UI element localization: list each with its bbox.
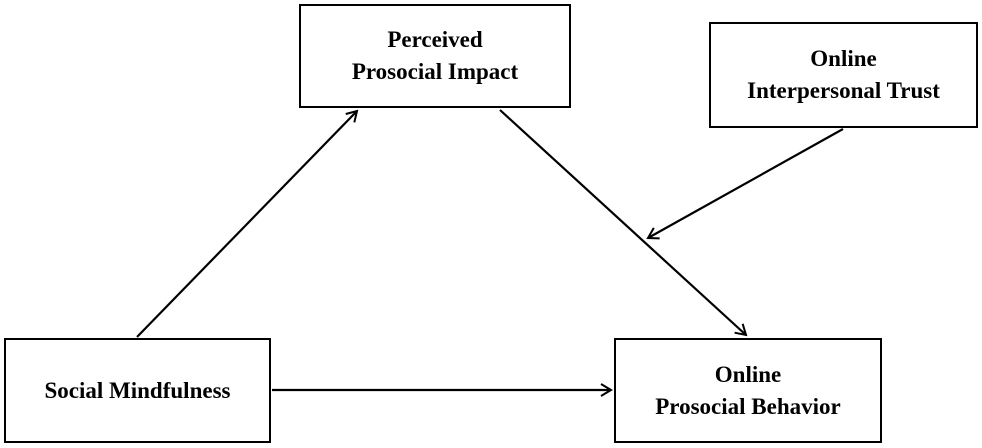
node-label-line1: Perceived xyxy=(387,27,483,52)
arrow-trust-moderation xyxy=(646,128,844,240)
node-online-interpersonal-trust: Online Interpersonal Trust xyxy=(709,22,978,128)
node-label-line2: Interpersonal Trust xyxy=(747,78,940,103)
node-social-mindfulness: Social Mindfulness xyxy=(4,338,271,443)
arrow-mindfulness-to-impact xyxy=(136,109,359,338)
arrow-impact-to-behavior xyxy=(499,109,748,337)
node-label-line1: Online xyxy=(714,361,782,387)
node-online-prosocial-behavior: Online Prosocial Behavior xyxy=(614,338,882,443)
node-perceived-prosocial-impact: Perceived Prosocial Impact xyxy=(299,4,571,108)
node-label-line2: Prosocial Impact xyxy=(351,59,519,84)
node-label-line1: Online xyxy=(810,46,877,71)
node-label-line2: Prosocial Behavior xyxy=(655,393,841,419)
node-label-line1: Social Mindfulness xyxy=(44,377,231,403)
